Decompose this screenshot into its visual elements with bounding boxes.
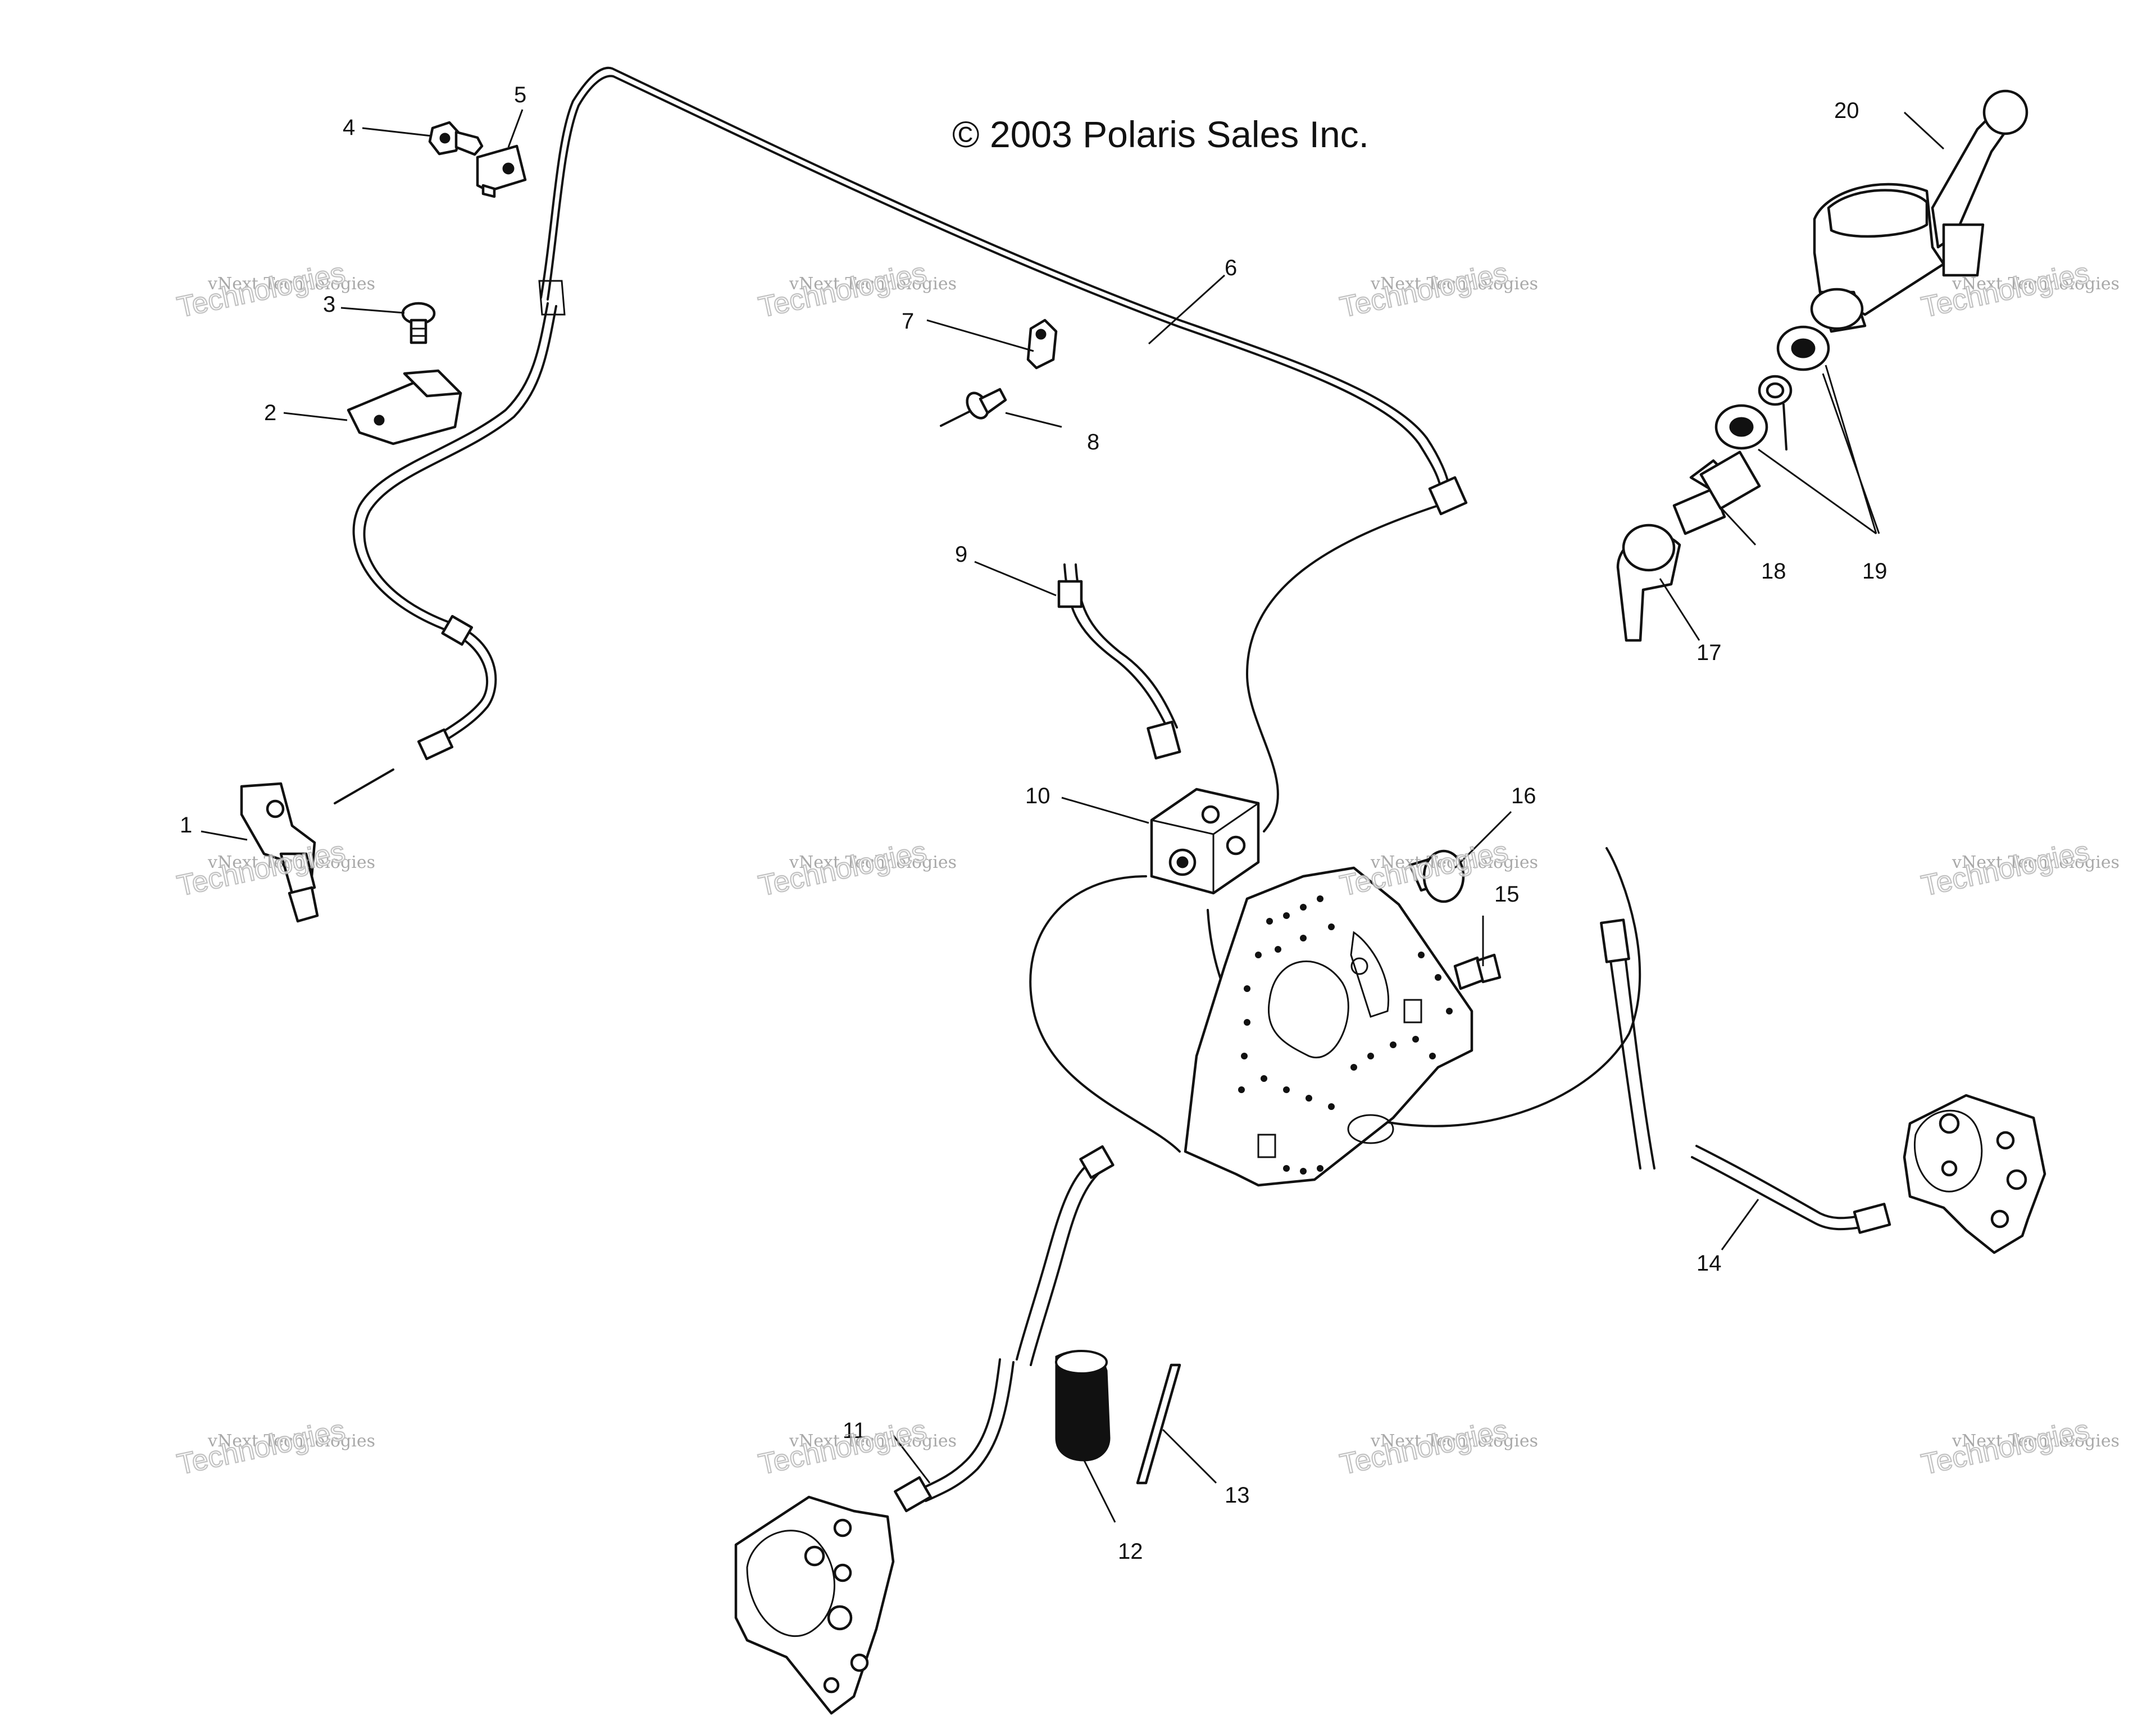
svg-text:Technologies: Technologies [174,1414,348,1481]
callout-13: 13 [1225,1483,1250,1508]
callout-6: 6 [1225,256,1237,280]
svg-text:vNext Technologies: vNext Technologies [789,1431,957,1451]
mounting-plate [1184,866,1473,1187]
bracket-part-2 [347,369,462,445]
brake-hose-part-14 [1695,1145,1861,1220]
callout-14: 14 [1696,1251,1722,1276]
callout-19: 19 [1862,559,1887,584]
cap-part-17 [1616,524,1681,642]
plug-part-16 [1408,849,1465,903]
brake-line-part-6 [540,66,1450,493]
master-cylinder-part-20 [1810,89,2028,333]
svg-text:vNext Technologies: vNext Technologies [1952,853,2119,872]
callout-5: 5 [514,83,526,107]
callout-16: 16 [1511,784,1536,808]
svg-text:vNext Technologies: vNext Technologies [1952,1431,2119,1451]
callout-7: 7 [902,309,914,334]
callout-11: 11 [843,1418,866,1443]
callout-18: 18 [1761,559,1786,584]
clip-part-5 [476,144,527,198]
svg-text:vNext Technologies: vNext Technologies [789,274,957,294]
callout-8: 8 [1087,430,1099,454]
svg-text:Technologies: Technologies [1918,835,2092,903]
callout-3: 3 [323,292,335,317]
cable-tie-part-13 [1136,1363,1181,1485]
svg-text:vNext Technologies: vNext Technologies [207,274,375,294]
svg-text:Technologies: Technologies [1918,1414,2092,1481]
banjo-bolt-part-18 [1672,451,1761,535]
svg-text:Technologies: Technologies [174,257,348,324]
copyright-text: © 2003 Polaris Sales Inc. [952,113,1369,155]
callout-numbers: 1 2 3 4 5 6 7 8 9 10 11 12 13 14 15 16 1… [180,83,1887,1564]
svg-text:vNext Technologies: vNext Technologies [207,853,375,872]
washers-part-19 [1714,325,1830,451]
bolt-part-3 [401,302,436,344]
brake-hose-part-11 [1016,1162,1091,1361]
callout-17: 17 [1696,640,1722,665]
svg-text:Technologies: Technologies [1337,835,1511,903]
svg-text:Technologies: Technologies [1337,257,1511,324]
svg-text:vNext Technologies: vNext Technologies [1370,853,1538,872]
svg-text:vNext Technologies: vNext Technologies [207,1431,375,1451]
svg-text:Technologies: Technologies [1337,1414,1511,1481]
svg-text:vNext Technologies: vNext Technologies [1370,1431,1538,1451]
caliper-left [734,1495,895,1715]
bolt-part-4 [428,121,484,156]
svg-text:Technologies: Technologies [756,835,929,903]
callout-4: 4 [343,115,355,140]
callout-9: 9 [955,542,967,567]
tee-fitting-part-1 [240,782,319,923]
callout-2: 2 [264,401,276,425]
rivet-part-8 [940,388,1007,427]
callout-15: 15 [1494,882,1520,907]
svg-text:vNext Technologies: vNext Technologies [1952,274,2119,294]
bolt-part-15 [1453,953,1502,990]
callout-12: 12 [1118,1539,1143,1564]
brake-lines [334,66,1891,1513]
callout-1: 1 [180,813,192,838]
grip-part-12 [1055,1350,1111,1462]
svg-text:vNext Technologies: vNext Technologies [1370,274,1538,294]
svg-text:vNext Technologies: vNext Technologies [789,853,957,872]
parts [240,89,2046,1715]
callout-10: 10 [1025,784,1050,808]
junction-block-part-10 [1150,788,1260,895]
clip-part-7 [1026,319,1058,370]
callout-20: 20 [1834,98,1859,123]
leader-lines [201,109,1945,1523]
brake-hose-left [352,302,549,740]
caliper-right [1903,1094,2046,1254]
